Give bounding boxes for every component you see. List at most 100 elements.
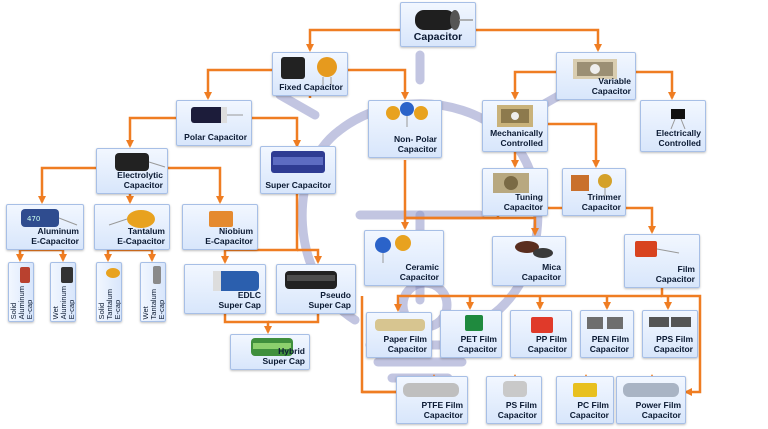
node-film-capacitor[interactable]: Film Capacitor	[624, 234, 700, 288]
node-pp-film-capacitor[interactable]: PP Film Capacitor	[510, 310, 572, 358]
node-solid-aluminum-e-cap[interactable]: Solid Aluminum E-cap	[8, 262, 34, 322]
edge-edlc-hybrid	[223, 314, 272, 334]
node-label: Aluminum E-Capacitor	[31, 226, 79, 246]
power-film-icon	[623, 383, 679, 397]
electrolytic-capacitor-icon	[115, 153, 166, 171]
aluminum-capacitor-icon: 470	[21, 209, 78, 227]
edlc-icon	[213, 271, 259, 291]
node-paper-film-capacitor[interactable]: Paper Film Capacitor	[366, 312, 432, 358]
node-label: Trimmer Capacitor	[581, 192, 621, 212]
node-label: PC Film Capacitor	[569, 400, 609, 420]
node-label: PET Film Capacitor	[457, 334, 497, 354]
edge-pseudo-hybrid	[268, 314, 320, 324]
node-mechanically-controlled[interactable]: Mechanically Controlled	[482, 100, 548, 152]
mica-capacitor-icon	[515, 241, 553, 258]
node-wet-tantalum-e-cap[interactable]: Wet Tantalum E-cap	[140, 262, 166, 322]
node-electrolytic-capacitor[interactable]: Electrolytic Capacitor	[96, 148, 168, 194]
edge-aluminum-wet	[42, 248, 67, 262]
variable-capacitor-icon	[573, 59, 617, 79]
node-polar-capacitor[interactable]: Polar Capacitor	[176, 100, 252, 146]
fixed-capacitor-icon	[281, 57, 337, 85]
node-pc-film-capacitor[interactable]: PC Film Capacitor	[556, 376, 614, 424]
node-label: Power Film Capacitor	[635, 400, 681, 420]
node-tantalum-e-capacitor[interactable]: Tantalum E-Capacitor	[94, 204, 170, 250]
solid-aluminum-icon	[20, 267, 30, 283]
node-label: Wet Aluminum E-cap	[51, 285, 76, 319]
node-label: Non- Polar Capacitor	[394, 134, 437, 154]
node-label: Ceramic Capacitor	[399, 262, 439, 282]
node-label: Paper Film Capacitor	[383, 334, 427, 354]
tantalum-capacitor-icon	[108, 210, 155, 228]
polar-capacitor-icon	[191, 107, 243, 123]
solid-tantalum-icon	[106, 268, 120, 278]
node-trimmer-capacitor[interactable]: Trimmer Capacitor	[562, 168, 626, 216]
node-label: PPS Film Capacitor	[653, 334, 693, 354]
node-label: Film Capacitor	[655, 264, 695, 284]
node-ceramic-capacitor[interactable]: Ceramic Capacitor	[364, 230, 444, 286]
mechanical-capacitor-icon	[497, 105, 533, 127]
node-aluminum-e-capacitor[interactable]: 470 Aluminum E-Capacitor	[6, 204, 84, 250]
node-power-film-capacitor[interactable]: Power Film Capacitor	[616, 376, 686, 424]
edge-tantalum-solid	[104, 248, 130, 262]
node-label: PEN Film Capacitor	[589, 334, 629, 354]
node-label: Fixed Capacitor	[279, 82, 343, 92]
tuning-capacitor-icon	[493, 173, 529, 193]
pc-film-icon	[573, 383, 597, 397]
ps-film-icon	[503, 381, 527, 397]
node-hybrid-super-cap[interactable]: Hybrid Super Cap	[230, 334, 310, 370]
wet-aluminum-icon	[61, 267, 73, 283]
node-label: PTFE Film Capacitor	[421, 400, 463, 420]
node-label: Mica Capacitor	[521, 262, 561, 282]
node-label: Electrically Controlled	[656, 128, 701, 148]
ptfe-film-icon	[403, 383, 459, 397]
node-label: Solid Aluminum E-cap	[9, 285, 34, 319]
wet-tantalum-icon	[153, 266, 161, 284]
node-pps-film-capacitor[interactable]: PPS Film Capacitor	[642, 310, 698, 358]
node-tuning-capacitor[interactable]: Tuning Capacitor	[482, 168, 548, 216]
node-pseudo-super-cap[interactable]: Pseudo Super Cap	[276, 264, 356, 314]
node-pet-film-capacitor[interactable]: PET Film Capacitor	[440, 310, 502, 358]
film-capacitor-icon	[635, 241, 680, 257]
node-label: Solid Tantalum E-cap	[97, 288, 122, 319]
paper-film-icon	[375, 319, 425, 331]
node-wet-aluminum-e-cap[interactable]: Wet Aluminum E-cap	[50, 262, 76, 322]
disc-capacitor-icon	[386, 102, 428, 127]
node-non-polar-capacitor[interactable]: Non- Polar Capacitor	[368, 100, 442, 158]
node-label: Capacitor	[413, 31, 463, 43]
node-ps-film-capacitor[interactable]: PS Film Capacitor	[486, 376, 542, 424]
node-niobium-e-capacitor[interactable]: Niobium E-Capacitor	[182, 204, 258, 250]
node-label: Super Capacitor	[265, 180, 331, 190]
edge-supercap-edlc	[221, 194, 299, 264]
node-super-capacitor[interactable]: Super Capacitor	[260, 146, 336, 194]
pp-film-icon	[531, 317, 553, 333]
niobium-capacitor-icon	[209, 211, 233, 227]
edge-supercap-pseudo	[297, 248, 322, 264]
node-fixed-capacitor[interactable]: Fixed Capacitor	[272, 52, 348, 96]
node-edlc-super-cap[interactable]: EDLC Super Cap	[184, 264, 266, 314]
node-label: Hybrid Super Cap	[262, 346, 305, 366]
edge-film-paper	[394, 294, 662, 312]
node-capacitor[interactable]: Capacitor	[400, 2, 476, 47]
node-label: Polar Capacitor	[184, 132, 247, 142]
pen-film-icon	[587, 317, 623, 329]
ceramic-capacitor-icon	[375, 235, 411, 263]
node-variable-capacitor[interactable]: Variable Capacitor	[556, 52, 636, 100]
node-label: Tantalum E-Capacitor	[117, 226, 165, 246]
node-label: Pseudo Super Cap	[308, 290, 351, 310]
pps-film-icon	[649, 317, 691, 327]
node-ptfe-film-capacitor[interactable]: PTFE Film Capacitor	[396, 376, 468, 424]
cylindrical-capacitor-icon	[415, 10, 473, 30]
node-label: Variable Capacitor	[591, 76, 631, 96]
edge-capacitor-variable	[474, 28, 602, 52]
node-label: Wet Tantalum E-cap	[141, 288, 166, 319]
edge-tantalum-wet	[130, 248, 156, 262]
node-label: EDLC Super Cap	[218, 290, 261, 310]
node-electrically-controlled[interactable]: Electrically Controlled	[640, 100, 706, 152]
node-label: Tuning Capacitor	[503, 192, 543, 212]
node-solid-tantalum-e-cap[interactable]: Solid Tantalum E-cap	[96, 262, 122, 322]
node-mica-capacitor[interactable]: Mica Capacitor	[492, 236, 566, 286]
trimmer-capacitor-icon	[571, 174, 612, 196]
node-label: Niobium E-Capacitor	[205, 226, 253, 246]
node-pen-film-capacitor[interactable]: PEN Film Capacitor	[580, 310, 634, 358]
